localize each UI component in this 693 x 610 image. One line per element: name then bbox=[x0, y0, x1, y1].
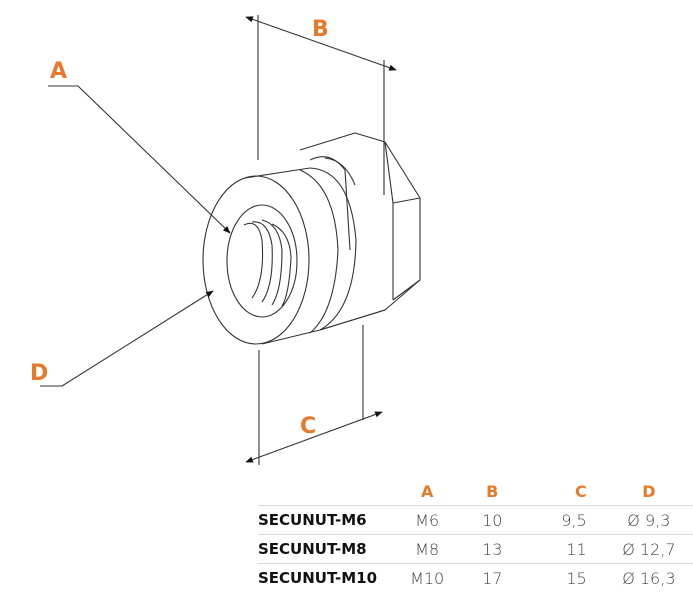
table-cell-c: 9,5 bbox=[528, 505, 605, 535]
table-cell-d: Ø 12,7 bbox=[604, 534, 693, 564]
table-cell-b: 17 bbox=[455, 563, 529, 592]
dimension-b-line bbox=[245, 16, 397, 71]
table-cell-d: Ø 9,3 bbox=[604, 505, 693, 535]
hex-nut-body bbox=[299, 132, 421, 331]
callout-c: C bbox=[300, 414, 316, 439]
secunut-technical-drawing: A B C D bbox=[30, 15, 421, 465]
table-row: SECUNUT-M10 M10 17 15 Ø 16,3 bbox=[258, 563, 693, 592]
table-cell-d: Ø 16,3 bbox=[604, 563, 693, 592]
table-cell-model: SECUNUT-M8 bbox=[258, 534, 399, 564]
table-cell-a: M8 bbox=[398, 534, 456, 564]
table-cell-b: 10 bbox=[455, 505, 529, 535]
table-header-c: C bbox=[574, 482, 587, 501]
dimensions-table: A B C D SECUNUT-M6 M6 10 9,5 Ø 9,3 SECUN… bbox=[258, 478, 693, 592]
table-cell-model: SECUNUT-M10 bbox=[258, 563, 399, 592]
collar-cylinder bbox=[244, 167, 357, 345]
table-cell-c: 11 bbox=[528, 534, 605, 564]
table-header-d: D bbox=[642, 482, 656, 501]
front-face-ring bbox=[202, 175, 310, 345]
leader-a bbox=[48, 85, 231, 234]
table-row: SECUNUT-M6 M6 10 9,5 Ø 9,3 bbox=[258, 505, 693, 535]
table-cell-b: 13 bbox=[455, 534, 529, 564]
leader-d bbox=[40, 290, 214, 387]
dimension-c-line bbox=[245, 411, 383, 463]
table-cell-c: 15 bbox=[528, 563, 605, 592]
dimension-lines bbox=[257, 15, 385, 465]
callout-d: D bbox=[30, 361, 48, 386]
table-header-model bbox=[258, 478, 399, 506]
table-header-b: B bbox=[486, 482, 499, 501]
table-cell-a: M6 bbox=[398, 505, 456, 535]
table-header-row: A B C D bbox=[258, 478, 693, 506]
callout-a: A bbox=[50, 59, 67, 84]
table-header-a: A bbox=[420, 482, 434, 501]
table-row: SECUNUT-M8 M8 13 11 Ø 12,7 bbox=[258, 534, 693, 564]
table-cell-model: SECUNUT-M6 bbox=[258, 505, 399, 535]
callout-b: B bbox=[312, 17, 329, 42]
table-cell-a: M10 bbox=[398, 563, 456, 592]
